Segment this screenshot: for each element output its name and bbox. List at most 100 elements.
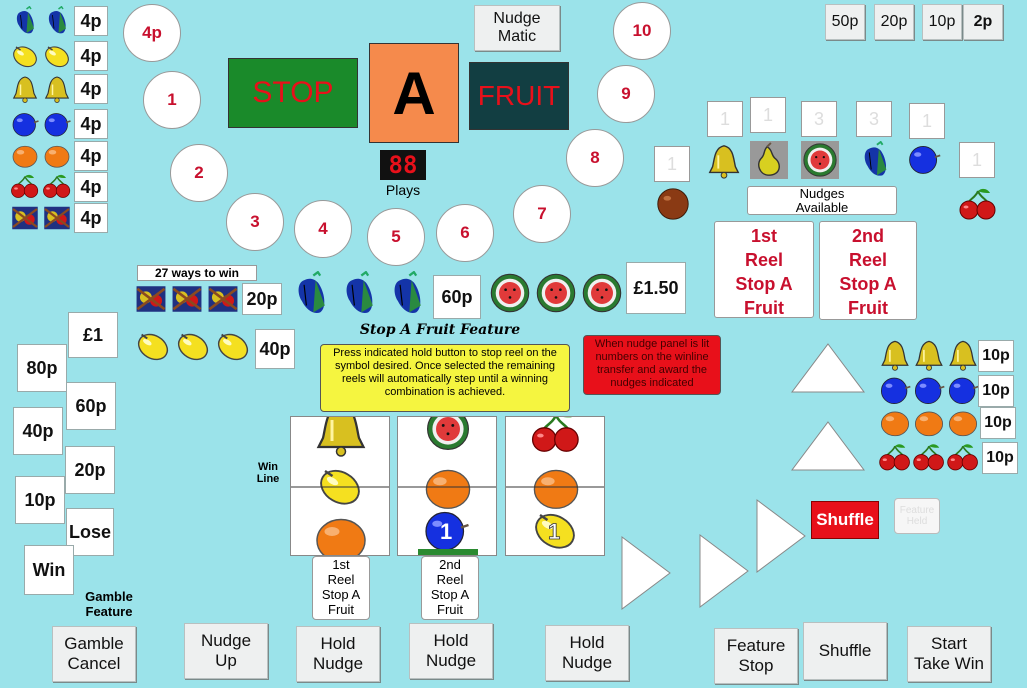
- cherry-icon: [959, 187, 996, 220]
- reel-3: 1: [505, 416, 605, 556]
- stake-10p-button[interactable]: 10p: [922, 4, 962, 40]
- pay-row-value: 40p: [255, 329, 295, 369]
- grapes-icon: [863, 141, 888, 177]
- nudge-matic-button[interactable]: Nudge Matic: [474, 5, 560, 51]
- reel-1-symbols: [291, 417, 389, 555]
- paytable-value: 4p: [74, 6, 108, 36]
- gamble-cancel-button[interactable]: Gamble Cancel: [52, 626, 136, 682]
- right-pay-value: 10p: [982, 442, 1018, 474]
- feature-title: Stop A Fruit Feature: [359, 322, 521, 338]
- title-fruit: FRUIT: [469, 62, 569, 130]
- reel-stop-1-panel: 1st Reel Stop A Fruit: [714, 221, 814, 318]
- nudge-value-box: 1: [909, 103, 945, 139]
- lemon-icon: [134, 328, 252, 365]
- gamble-60p: 60p: [66, 382, 116, 430]
- plum-icon: [12, 112, 72, 137]
- reel-1-stop-label: 1st Reel Stop A Fruit: [312, 556, 370, 620]
- pay-row-value: 60p: [433, 275, 481, 319]
- gamble-10p: 10p: [15, 476, 65, 524]
- plays-display: 88: [380, 150, 426, 180]
- nudge-value-box: 3: [856, 101, 892, 137]
- nudge-up-button[interactable]: Nudge Up: [184, 623, 268, 679]
- trail-4p: 4p: [123, 4, 181, 62]
- trail-2: 2: [170, 144, 228, 202]
- up-arrow-icon[interactable]: [790, 420, 866, 472]
- paytable-value: 4p: [74, 41, 108, 71]
- trail-3: 3: [226, 193, 284, 251]
- bell-icon: [881, 340, 977, 372]
- orange-icon: [880, 411, 978, 437]
- gamble-1pound: £1: [68, 312, 118, 358]
- reel-2: 1: [397, 416, 497, 556]
- trail-5: 5: [367, 208, 425, 266]
- stake-20p-button[interactable]: 20p: [874, 4, 914, 40]
- nudge-value-box: 1: [750, 97, 786, 133]
- up-arrow-icon[interactable]: [790, 342, 866, 394]
- start-take-win-button[interactable]: Start Take Win: [907, 626, 991, 682]
- stake-50p-button[interactable]: 50p: [825, 4, 865, 40]
- pay-row-value: £1.50: [626, 262, 686, 314]
- right-pay-value: 10p: [980, 407, 1016, 439]
- shuffle-button[interactable]: Shuffle: [803, 622, 887, 680]
- lemon-icon: [10, 42, 72, 71]
- trail-10: 10: [613, 2, 671, 60]
- cherry-icon: [878, 443, 979, 471]
- trail-8: 8: [566, 129, 624, 187]
- orange-icon: [12, 145, 70, 168]
- grapes-icon: [297, 271, 422, 315]
- right-arrow-icon[interactable]: [698, 533, 750, 609]
- reel-stop-2-panel: 2nd Reel Stop A Fruit: [819, 221, 917, 320]
- right-pay-value: 10p: [978, 340, 1014, 372]
- bell-icon: [13, 76, 69, 104]
- plum-icon: [908, 145, 942, 175]
- trail-6: 6: [436, 204, 494, 262]
- trail-7: 7: [513, 185, 571, 243]
- feature-stop-button[interactable]: Feature Stop: [714, 628, 798, 684]
- nudge-value-box: 1: [959, 142, 995, 178]
- plays-label: Plays: [385, 182, 421, 198]
- right-arrow-icon[interactable]: [755, 498, 807, 574]
- pear-icon: [750, 141, 788, 179]
- cherry-icon: [10, 174, 71, 199]
- shuffle-indicator: Shuffle: [811, 501, 879, 539]
- gamble-feature-label: Gamble Feature: [85, 589, 133, 619]
- melon-icon: [490, 273, 622, 313]
- reel-3-symbols: 1: [506, 417, 604, 555]
- gamble-80p: 80p: [17, 344, 67, 392]
- win-line-label: Win Line: [256, 461, 280, 485]
- svg-text:1: 1: [440, 519, 452, 544]
- gamble-40p: 40p: [13, 407, 63, 455]
- paytable-value: 4p: [74, 203, 108, 233]
- plum-icon: [880, 377, 980, 405]
- feature-description: Press indicated hold button to stop reel…: [320, 344, 570, 412]
- hold-nudge-3-button[interactable]: Hold Nudge: [545, 625, 629, 681]
- pay-row-value: 20p: [242, 283, 282, 315]
- x-icon: [11, 205, 71, 231]
- paytable-value: 4p: [74, 109, 108, 139]
- nudge-value-box: 3: [801, 101, 837, 137]
- grapes-icon: [16, 6, 67, 35]
- paytable-value: 4p: [74, 141, 108, 171]
- title-stop: STOP: [228, 58, 358, 128]
- hold-nudge-2-button[interactable]: Hold Nudge: [409, 623, 493, 679]
- x-icon: [135, 284, 239, 314]
- title-a: A: [369, 43, 459, 143]
- right-arrow-icon[interactable]: [620, 535, 672, 611]
- gamble-win: Win: [24, 545, 74, 595]
- trail-4: 4: [294, 200, 352, 258]
- nudge-value-box: 1: [654, 146, 690, 182]
- melon-icon: [801, 141, 839, 179]
- paytable-value: 4p: [74, 74, 108, 104]
- reel-2-stop-label: 2nd Reel Stop A Fruit: [421, 556, 479, 620]
- right-pay-value: 10p: [978, 375, 1014, 407]
- gamble-20p: 20p: [65, 446, 115, 494]
- nudge-info-panel: When nudge panel is lit numbers on the w…: [583, 335, 721, 395]
- nudge-value-box: 1: [707, 101, 743, 137]
- stake-2p-button[interactable]: 2p: [963, 4, 1003, 40]
- coconut-icon: [657, 188, 689, 220]
- gamble-lose: Lose: [66, 508, 114, 556]
- ways-to-win-label: 27 ways to win: [137, 265, 257, 281]
- svg-text:1: 1: [548, 519, 560, 544]
- paytable-value: 4p: [74, 172, 108, 202]
- hold-nudge-1-button[interactable]: Hold Nudge: [296, 626, 380, 682]
